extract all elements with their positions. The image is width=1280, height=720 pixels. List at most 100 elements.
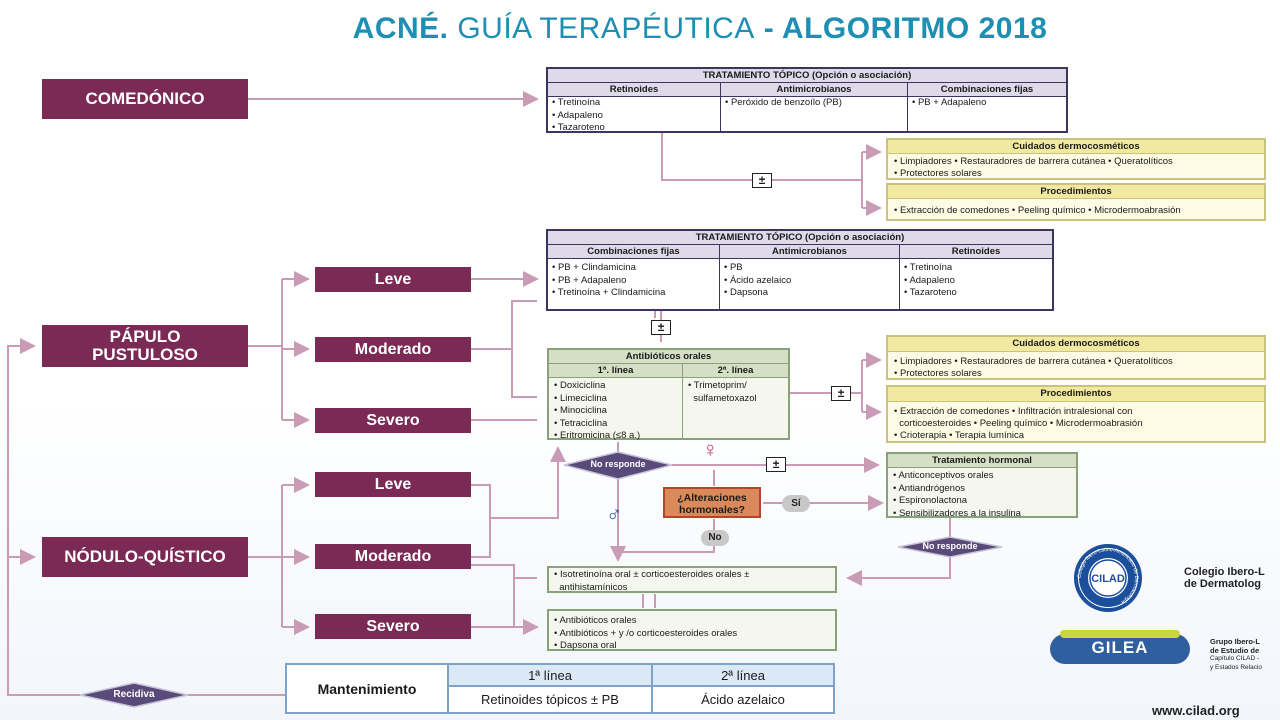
list-item: • Limeciclina [554,392,607,404]
list-item: • Trimetoprim/ [688,380,747,391]
topical-treatment-table-1: TRATAMIENTO TÓPICO (Opción o asociación)… [546,67,1068,133]
list-item: sulfametoxazol [688,392,757,404]
cilad-text: Colegio Ibero-L de Dermatolog [1184,566,1265,590]
papulo-label-2: PUSTULOSO [92,345,198,364]
column-primera-linea: 1ª. línea • Doxiciclina • Limeciclina • … [549,364,683,441]
list-item: • PB + Clindamicina [552,262,636,273]
isotretinoina-box: • Isotretinoína oral ± corticoesteroides… [547,566,837,593]
column-header: 1ª línea [449,665,653,687]
column-header: Retinoides [548,83,720,97]
table-cell: Retinoides tópicos ± PB [449,687,653,712]
recidiva-label: Recidiva [113,689,155,700]
box-header: Cuidados dermocosméticos [888,140,1264,154]
column-header: Antimicrobianos [721,83,907,97]
topical-treatment-table-2: TRATAMIENTO TÓPICO (Opción o asociación)… [546,229,1054,311]
list-item: • Dapsona [724,287,768,298]
no-responde-label-2: No responde [922,541,978,551]
mantenimiento-header: Mantenimiento [287,665,449,712]
page-title: ACNÉ. GUÍA TERAPÉUTICA - ALGORITMO 2018 [0,12,1280,46]
cuidados-dermocosmeticos-box-2: Cuidados dermocosméticos • Limpiadores •… [886,335,1266,380]
alteraciones-label: ¿Alteraciones hormonales? [677,492,747,516]
si-pill: Sí [782,495,810,512]
list-item: • Doxiciclina [554,380,606,391]
list-item: • Adapaleno [904,274,955,286]
papulo-severo-box: Severo [315,408,471,433]
website-url: www.cilad.org [1152,703,1240,718]
plus-minus-sign: ± [831,386,851,401]
column-antimicrobianos: Antimicrobianos • Peróxido de benzoílo (… [721,83,908,132]
list-item: • PB + Adapaleno [552,274,627,286]
nodulo-leve-box: Leve [315,472,471,497]
nodulo-moderado-box: Moderado [315,544,471,569]
column-combinaciones: Combinaciones fijas • PB + Adapaleno [908,83,1066,132]
list-item: • Isotretinoína oral ± corticoesteroides… [554,569,750,580]
list-item: • Antibióticos orales [554,615,637,626]
list-item: • Tretinoína + Clindamicina [552,287,666,298]
column-header: 1ª. línea [549,364,682,378]
list-item: • Crioterapia • Terapia lumínica [894,430,1025,441]
severity-label: Moderado [354,340,432,358]
list-item: corticoesteroides • Peeling químico • Mi… [894,418,1143,429]
list-item: • Limpiadores • Restauradores de barrera… [894,156,1173,167]
papulo-pustuloso-box: PÁPULO PUSTULOSO [42,325,248,367]
plus-minus-sign: ± [651,320,671,335]
comedonico-label: COMEDÓNICO [85,89,205,109]
severity-label: Leve [374,270,412,288]
male-icon: ♂ [606,501,623,526]
list-item: • Extracción de comedones • Infiltración… [894,406,1133,417]
table-header: TRATAMIENTO TÓPICO (Opción o asociación) [548,69,1066,83]
box-header: Cuidados dermocosméticos [888,337,1264,352]
list-item: • Tretinoína [552,97,601,108]
cilad-logo: Colegio Ibero-Latino-Americano de Dermat… [1074,544,1142,612]
column-combinaciones: Combinaciones fijas • PB + Clindamicina … [548,245,720,310]
table-cell: Ácido azelaico [701,692,785,707]
no-responde-diamond-2 [897,536,1003,558]
list-item: • Ácido azelaico [724,274,792,286]
cilad-text-line: Colegio Ibero-L [1184,566,1265,578]
recidiva-diamond [79,682,189,708]
table-header: TRATAMIENTO TÓPICO (Opción o asociación) [548,231,1052,245]
list-item: • Limpiadores • Restauradores de barrera… [894,356,1173,367]
list-item: • PB [724,262,743,273]
list-item: • Peróxido de benzoílo (PB) [725,97,842,108]
nodulo-severo-box: Severo [315,614,471,639]
column-antimicrobianos: Antimicrobianos • PB • Ácido azelaico • … [720,245,900,310]
female-icon: ♀ [702,437,719,462]
gilea-text: Grupo Ibero-L de Estudio de Capítulo CIL… [1210,637,1263,672]
column-segunda-linea: 2ª. línea • Trimetoprim/ sulfametoxazol [683,364,788,439]
papulo-label-1: PÁPULO [109,327,181,347]
procedimientos-box: Procedimientos • Extracción de comedones… [886,183,1266,221]
severity-label: Severo [366,617,420,635]
procedimientos-box-2: Procedimientos • Extracción de comedones… [886,385,1266,443]
mantenimiento-table: Mantenimiento 1ª línea 2ª línea Retinoid… [285,663,835,714]
list-item: • Adapaleno [552,109,603,121]
gilea-text-line: y Estados Relacio [1210,663,1263,671]
plus-minus-sign: ± [752,173,772,188]
gilea-text-line: Capítulo CILAD - [1210,655,1260,662]
column-header: 2ª línea [653,665,833,687]
antibioticos-orales-box: Antibióticos orales 1ª. línea • Doxicicl… [547,348,790,441]
gilea-logo: GILEA [1050,628,1192,672]
severity-label: Severo [366,411,420,429]
plus-minus-sign: ± [766,457,786,472]
list-item: • Tetraciclina [554,417,608,429]
alteraciones-hormonales-box: ¿Alteraciones hormonales? [663,487,761,518]
box-header: Procedimientos [888,185,1264,199]
list-item: • Tretinoína [904,262,953,273]
cilad-text-line: de Dermatolog [1184,578,1262,590]
cilad-mark: CILAD [1091,573,1125,585]
list-item: • Espironolactona [893,495,968,506]
papulo-moderado-box: Moderado [315,337,471,362]
list-item: • Protectores solares [894,368,982,379]
cuidados-dermocosmeticos-box: Cuidados dermocosméticos • Limpiadores •… [886,138,1266,180]
no-responde-label: No responde [590,459,646,469]
list-item: • Antiandrógenos [893,482,965,494]
title-light: GUÍA TERAPÉUTICA [457,12,755,45]
title-right: ALGORITMO 2018 [781,12,1048,45]
list-item: antihistamínicos [554,581,628,593]
box-header: Procedimientos [888,387,1264,402]
comedonico-box: COMEDÓNICO [42,79,248,119]
list-item: • Tazaroteno [552,122,605,133]
tratamiento-hormonal-box: Tratamiento hormonal • Anticonceptivos o… [886,452,1078,518]
